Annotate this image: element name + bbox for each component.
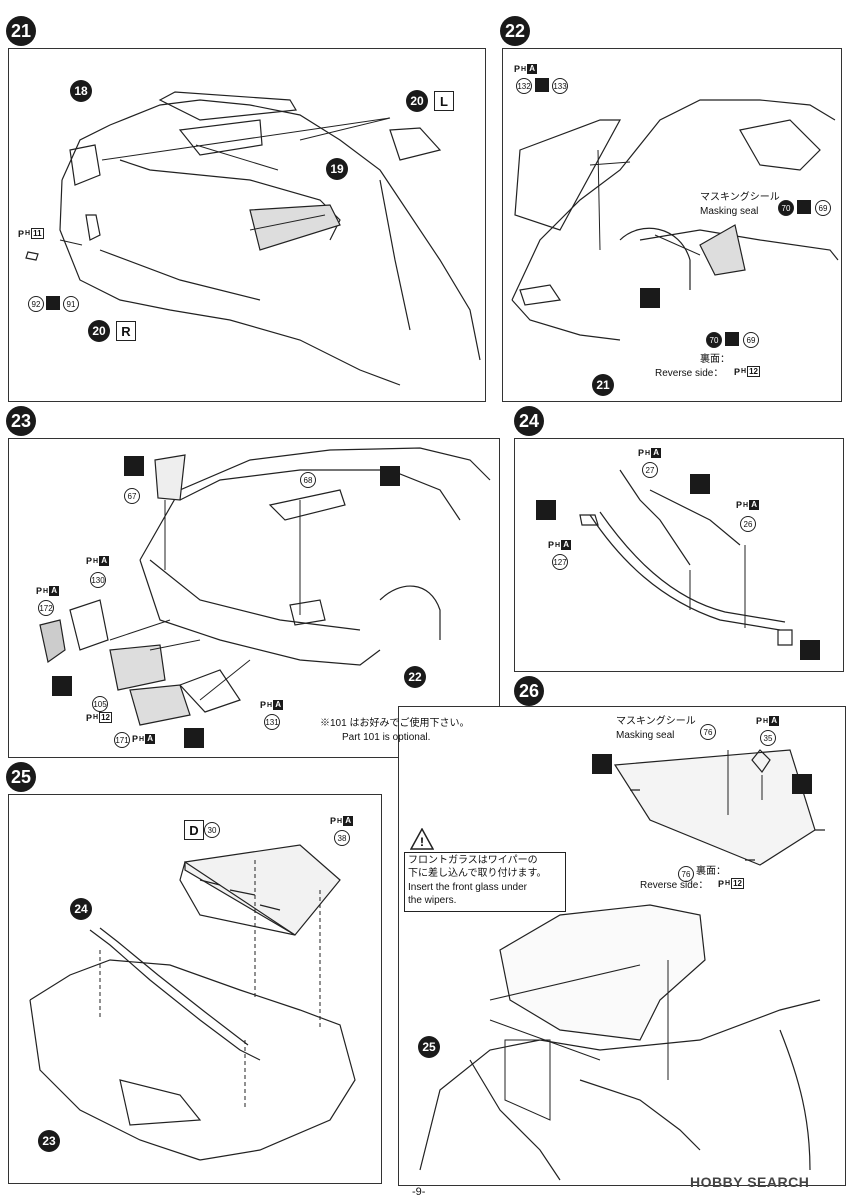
step-23-panel	[8, 438, 500, 758]
paint-icon	[380, 466, 400, 486]
part-70: 70	[778, 200, 794, 216]
part-19: 19	[326, 158, 348, 180]
part-35: 35	[760, 730, 776, 746]
masking-seal-en: Masking seal	[616, 730, 675, 741]
part-23: 23	[38, 1130, 60, 1152]
part-26: 26	[740, 516, 756, 532]
part-91: 91	[63, 296, 79, 312]
part-127: 127	[552, 554, 568, 570]
warning-text-en-2: the wipers.	[408, 895, 457, 906]
warning-note-box	[404, 852, 566, 912]
step-number-25: 25	[6, 762, 36, 792]
masking-seal-jp: マスキングシール	[700, 192, 780, 203]
step-number-23: 23	[6, 406, 36, 436]
part-20-right: 20	[88, 320, 110, 342]
step-24-panel	[514, 438, 844, 672]
left-indicator: L	[434, 91, 454, 111]
part-18: 18	[70, 80, 92, 102]
svg-text:!: !	[420, 835, 424, 849]
warning-text-en-1: Insert the front glass under	[408, 882, 527, 893]
reverse-side-jp: 裏面：	[696, 866, 726, 877]
part-171: 171	[114, 732, 130, 748]
part-105: 105	[92, 696, 108, 712]
warning-text-jp-1: フロントガラスはワイパーの	[408, 855, 538, 866]
paint-icon	[792, 774, 812, 794]
page-number: -9-	[412, 1186, 426, 1198]
hobby-search-watermark: HOBBY SEARCH	[690, 1174, 810, 1190]
optional-note-en: Part 101 is optional.	[342, 732, 431, 743]
part-67: 67	[124, 488, 140, 504]
part-132: 132	[516, 78, 532, 94]
part-30: 30	[204, 822, 220, 838]
masking-seal-jp: マスキングシール	[616, 716, 696, 727]
paint-icon	[52, 676, 72, 696]
part-172: 172	[38, 600, 54, 616]
step-number-24: 24	[514, 406, 544, 436]
part-130: 130	[90, 572, 106, 588]
part-21: 21	[592, 374, 614, 396]
cement-glue-icon	[535, 78, 549, 92]
part-27: 27	[642, 462, 658, 478]
warning-text-jp-2: 下に差し込んで取り付けます。	[408, 868, 547, 879]
part-133: 133	[552, 78, 568, 94]
sprue-d-indicator: D	[184, 820, 204, 840]
warning-icon: !	[410, 828, 434, 850]
step-number-26: 26	[514, 676, 544, 706]
part-38: 38	[334, 830, 350, 846]
part-69: 69	[815, 200, 831, 216]
reverse-side-jp: 裏面：	[700, 354, 730, 365]
right-indicator: R	[116, 321, 136, 341]
part-76: 76	[700, 724, 716, 740]
step-number-21: 21	[6, 16, 36, 46]
paint-icon	[640, 288, 660, 308]
part-22: 22	[404, 666, 426, 688]
optional-note-jp: ※101 はお好みでご使用下さい。	[320, 718, 470, 729]
part-68: 68	[300, 472, 316, 488]
cement-glue-icon	[725, 332, 739, 346]
part-20-left: 20	[406, 90, 428, 112]
paint-icon	[800, 640, 820, 660]
cement-glue-icon	[797, 200, 811, 214]
part-69: 69	[743, 332, 759, 348]
part-70: 70	[706, 332, 722, 348]
part-92: 92	[28, 296, 44, 312]
paint-icon	[592, 754, 612, 774]
cement-glue-icon	[46, 296, 60, 310]
paint-icon	[690, 474, 710, 494]
part-25: 25	[418, 1036, 440, 1058]
reverse-side-en: Reverse side：	[655, 368, 724, 379]
step-number-22: 22	[500, 16, 530, 46]
paint-icon	[124, 456, 144, 476]
paint-icon	[184, 728, 204, 748]
step-22-panel	[502, 48, 842, 402]
part-76: 76	[678, 866, 694, 882]
masking-seal-en: Masking seal	[700, 206, 759, 217]
paint-icon	[536, 500, 556, 520]
part-24: 24	[70, 898, 92, 920]
part-131: 131	[264, 714, 280, 730]
reverse-side-en: Reverse side：	[640, 880, 709, 891]
